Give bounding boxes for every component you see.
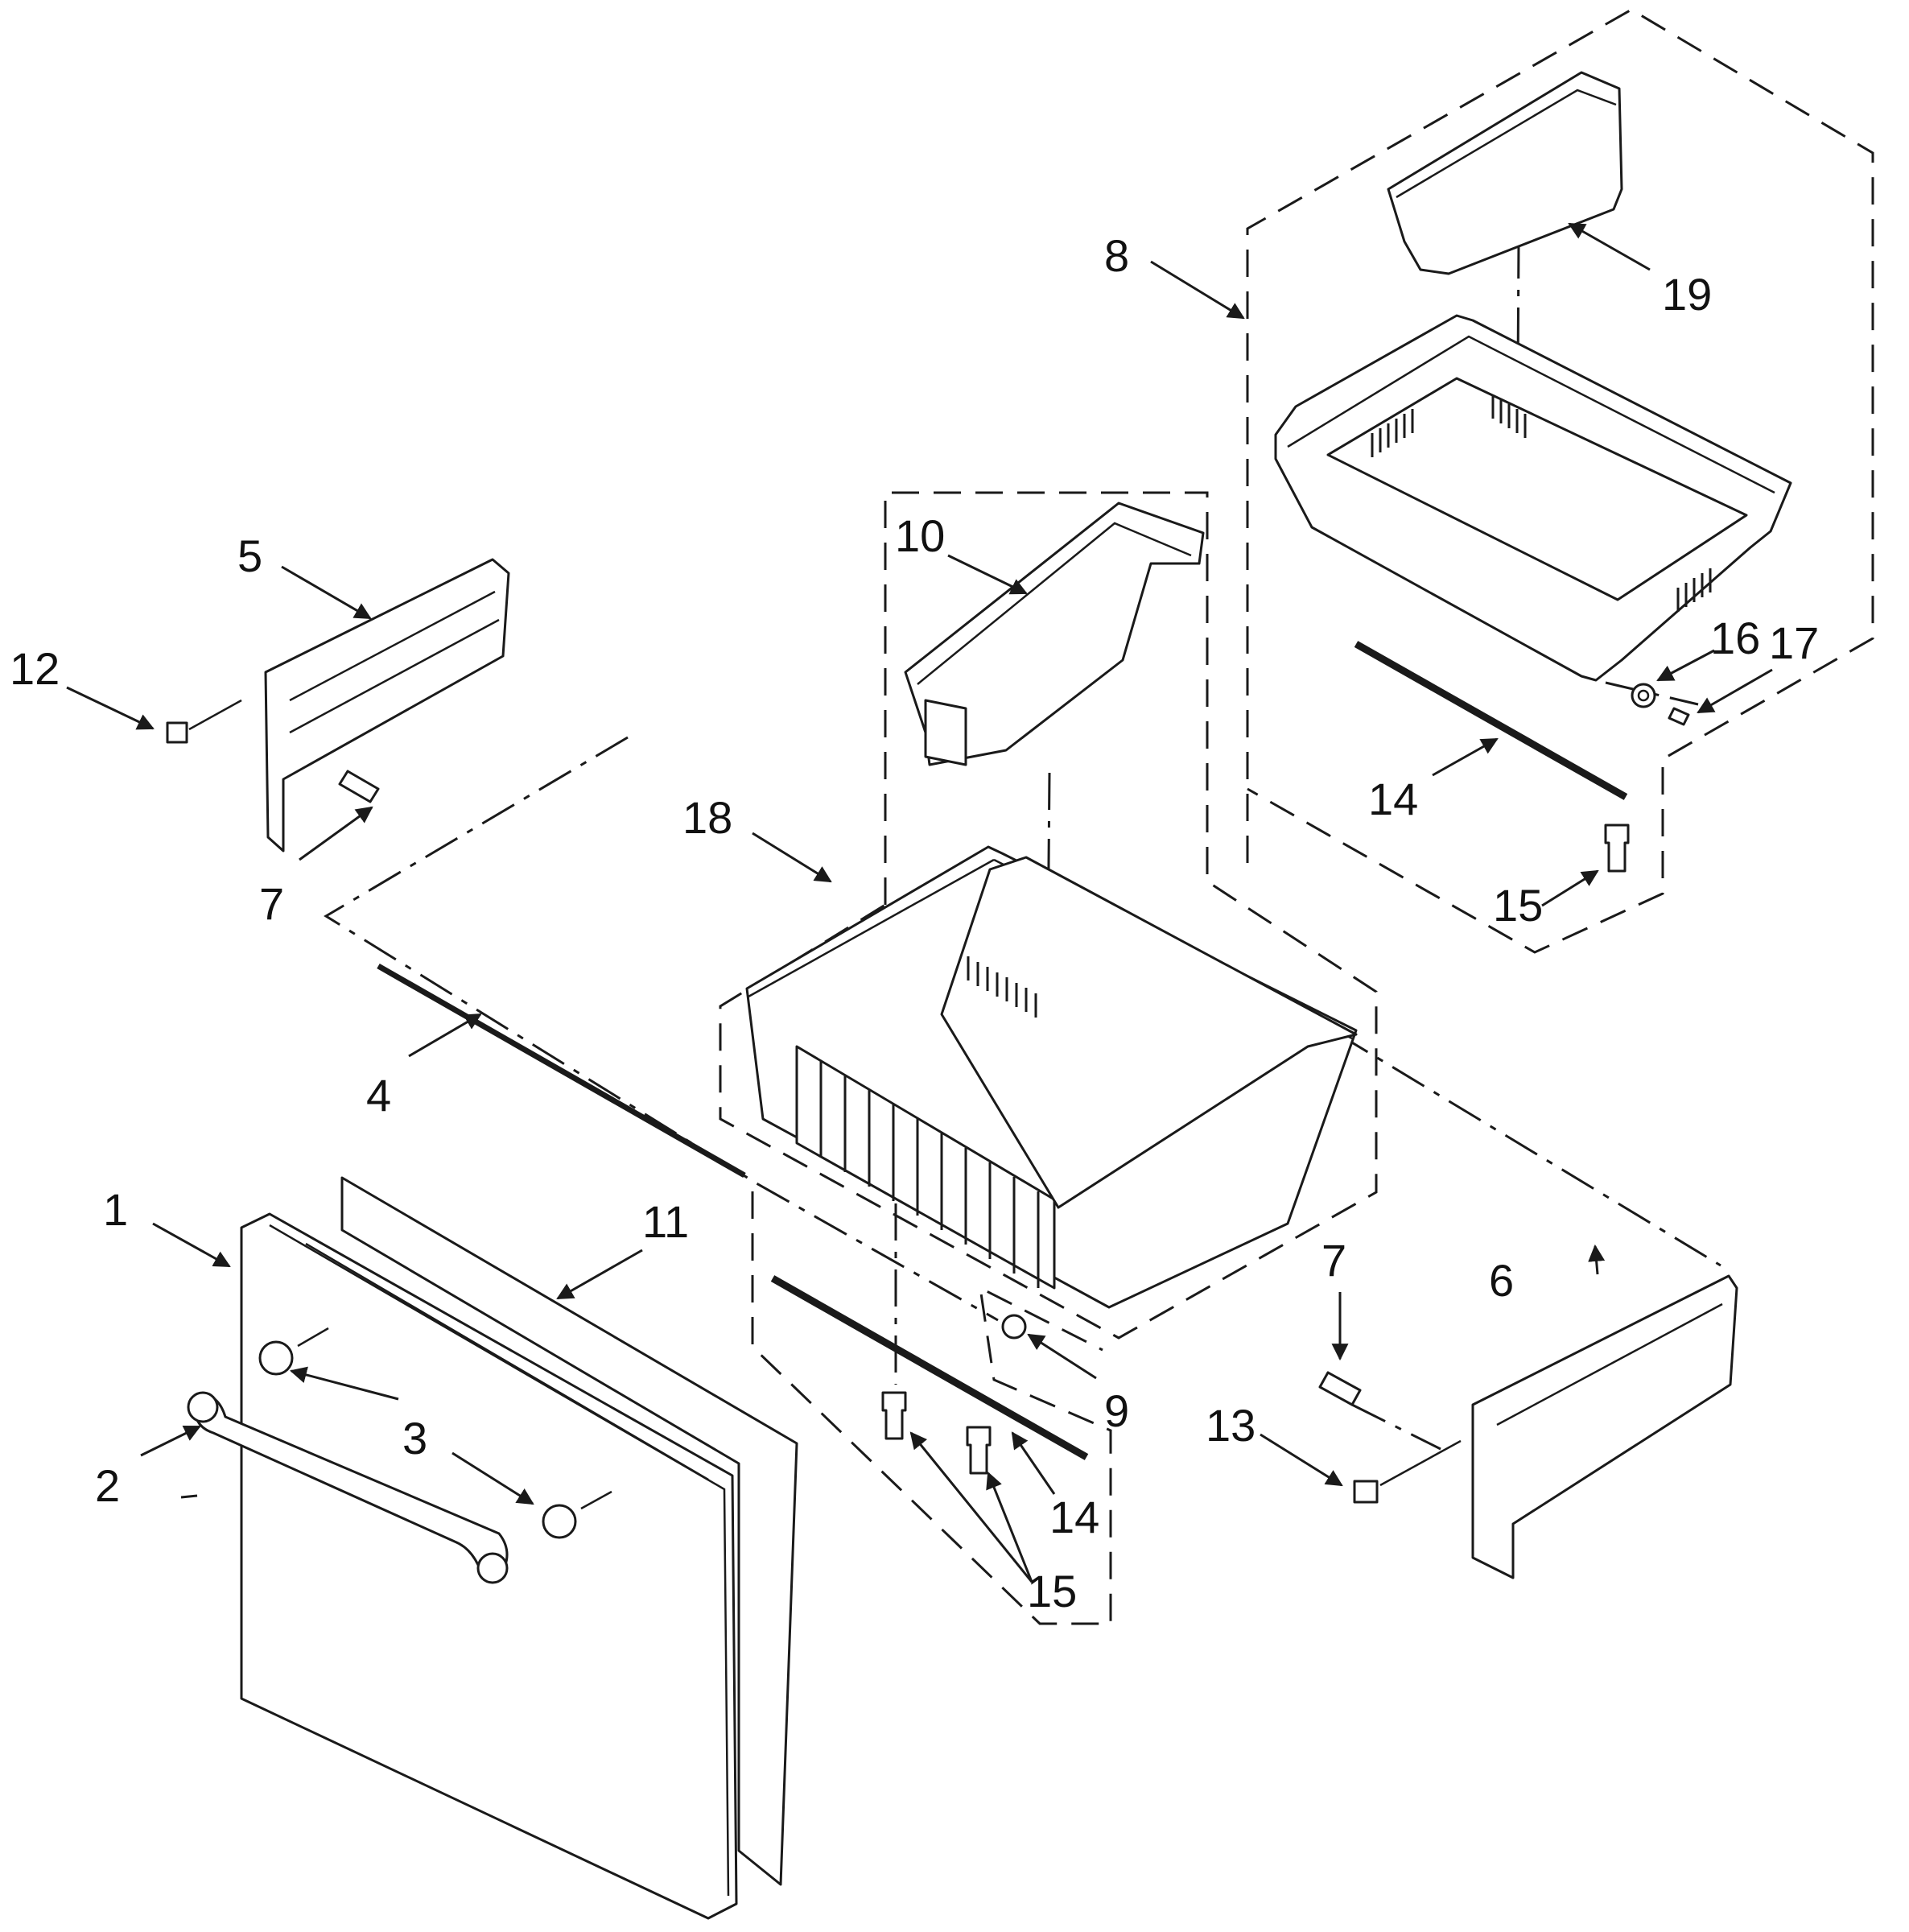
callout-19: 19 — [1662, 269, 1712, 320]
screw-guide-lower — [580, 1490, 612, 1510]
handle-end-cap-left — [187, 1391, 219, 1423]
slide-rod-front — [377, 963, 746, 1179]
callout-17: 17 — [1769, 617, 1819, 668]
crisper-bin-vents-right — [1676, 568, 1712, 612]
callout-7-left: 7 — [259, 878, 284, 929]
clip-guide-right — [1379, 1439, 1462, 1487]
middle-bin-lip — [924, 699, 967, 766]
clip-guide-left — [188, 699, 242, 731]
callout-12: 12 — [10, 643, 60, 694]
callout-15-lower: 15 — [1027, 1566, 1077, 1616]
slide-rod-upper — [1354, 641, 1628, 800]
drawer-front-rim — [269, 1224, 730, 1897]
screw-lower-left — [881, 1391, 907, 1440]
crisper-wheel — [1631, 683, 1656, 708]
rail-clip-right — [1353, 1480, 1379, 1504]
crisper-bin-rim — [1287, 335, 1775, 494]
callout-10: 10 — [895, 510, 945, 561]
callout-1: 1 — [103, 1184, 128, 1235]
crisper-wheel-hub — [1637, 689, 1650, 702]
slide-rail-guide-right — [1335, 1031, 1721, 1267]
main-bin — [745, 845, 1358, 1309]
slide-rod-lower — [770, 1275, 1089, 1460]
callout-3: 3 — [402, 1413, 427, 1463]
crisper-bin-floor — [1326, 377, 1748, 601]
rail-clip-left — [166, 721, 188, 744]
crisper-wheel-pin — [1668, 707, 1690, 726]
callout-4: 4 — [366, 1070, 391, 1121]
callout-8: 8 — [1104, 230, 1129, 281]
handle-screw-upper — [258, 1340, 294, 1376]
handle-screw-lower — [542, 1504, 577, 1539]
bearing-alignment-line — [1605, 681, 1699, 706]
fastener-guide-right — [1351, 1403, 1441, 1451]
drawer-front — [240, 1176, 798, 1920]
rail-screw-left — [338, 770, 380, 803]
callout-9: 9 — [1104, 1385, 1129, 1436]
right-rail-groove — [1496, 1302, 1723, 1426]
crisper-bin-vents-left — [1371, 409, 1414, 457]
callout-7-right: 7 — [1321, 1235, 1346, 1286]
door-gasket — [340, 1176, 798, 1886]
left-slide-rail — [166, 558, 510, 852]
callout-6: 6 — [1489, 1255, 1514, 1306]
callout-16: 16 — [1710, 613, 1760, 663]
middle-bin-rim — [917, 522, 1192, 685]
callout-leaders — [66, 222, 1773, 1583]
screw-guide-upper — [297, 1327, 329, 1348]
callout-15-upper: 15 — [1493, 880, 1543, 931]
crisper-assembly-boundary-upper — [1246, 8, 1874, 954]
drawer-front-top-edge — [305, 1242, 709, 1481]
screw-lower-right — [966, 1426, 992, 1475]
crisper-bin-vents-back — [1491, 394, 1527, 438]
small-middle-bin — [904, 502, 1205, 766]
hardware — [770, 641, 1690, 1475]
upper-small-bin-rim — [1396, 89, 1617, 199]
callout-14-upper: 14 — [1368, 774, 1418, 824]
rail-screw-right — [1318, 1371, 1362, 1406]
slide-rail-guide-left — [324, 736, 999, 1322]
callout-5: 5 — [237, 530, 262, 581]
right-rail-body — [1471, 1274, 1738, 1579]
upper-crisper-bin — [1274, 314, 1792, 682]
bearing-wheel — [1001, 1314, 1027, 1340]
main-bin-top-rim-back — [748, 858, 995, 998]
crisper-assembly-boundary-middle — [719, 491, 1378, 1340]
callout-2: 2 — [95, 1460, 120, 1511]
main-bin-vents — [967, 956, 1037, 1018]
screw-upper-right — [1604, 824, 1630, 873]
callout-11: 11 — [642, 1196, 689, 1247]
right-slide-rail — [1318, 1274, 1738, 1579]
callout-14-lower: 14 — [1049, 1492, 1099, 1542]
callout-13: 13 — [1206, 1400, 1255, 1451]
main-bin-grille-lines — [819, 1061, 1040, 1288]
callout-18: 18 — [682, 792, 732, 843]
main-bin-inner-wall — [940, 856, 1358, 1209]
small-upper-bin — [1387, 71, 1623, 275]
handle-end-cap-right — [476, 1552, 509, 1584]
handle-assembly — [187, 1327, 612, 1584]
left-rail-body — [264, 558, 510, 852]
left-rail-groove — [289, 590, 496, 702]
left-rail-groove-2 — [289, 618, 500, 734]
callout-labels: 1 2 3 4 5 6 7 7 8 9 10 11 12 13 14 14 15… — [10, 230, 1819, 1616]
lower-bin-boundary — [751, 1191, 1112, 1625]
fastener-guide-left — [180, 1494, 198, 1499]
upper-small-bin-body — [1387, 71, 1623, 275]
